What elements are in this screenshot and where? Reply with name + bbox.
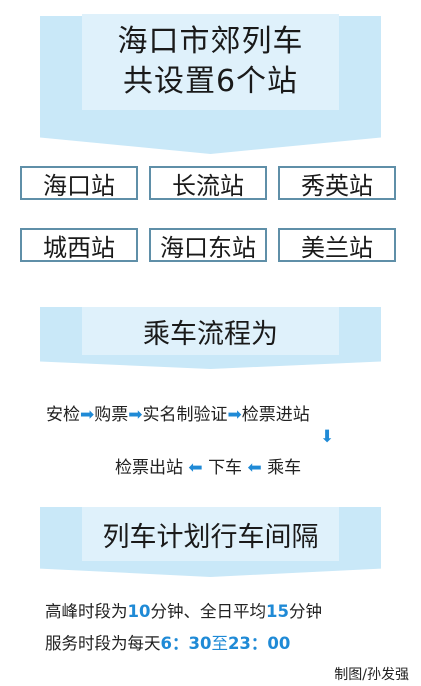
arrow-left-icon: ⬅	[188, 458, 203, 478]
interval-text-unit: 分钟	[288, 602, 322, 621]
station-changliu: 长流站	[149, 166, 267, 200]
interval-value-peak: 10	[127, 602, 151, 621]
flow-step-alight: 下车	[208, 458, 243, 478]
service-time-start: 6：30	[160, 634, 212, 653]
header-title-line1: 海口市郊列车	[117, 24, 304, 59]
arrow-right-icon: ➡	[128, 405, 143, 425]
interval-value-avg: 15	[265, 602, 289, 621]
arrow-right-icon: ➡	[227, 405, 242, 425]
interval-line-2: 服务时段为每天6：30至23：00	[45, 630, 290, 654]
service-connector: 至	[211, 634, 228, 653]
flow-row-2: 检票出站 ⬅ 下车 ⬅ 乘车	[115, 453, 301, 478]
station-xiuying: 秀英站	[278, 166, 396, 200]
flow-step-exit: 检票出站	[115, 458, 183, 478]
arrow-left-icon: ⬅	[247, 458, 262, 478]
interval-text-peak: 高峰时段为	[45, 602, 128, 621]
arrow-down-icon: ⬇	[320, 427, 335, 447]
station-haikou-east: 海口东站	[149, 228, 267, 262]
arrow-right-icon: ➡	[80, 405, 95, 425]
station-meilan: 美兰站	[278, 228, 396, 262]
station-haikou: 海口站	[20, 166, 138, 200]
flow-step-verify: 实名制验证	[142, 405, 228, 425]
flow-step-security: 安检	[46, 405, 80, 425]
interval-line-1: 高峰时段为10分钟、全日平均15分钟	[45, 598, 322, 622]
header-title-line2: 共设置6个站	[122, 64, 299, 99]
credit: 制图/孙发强	[334, 667, 409, 683]
interval-title: 列车计划行车间隔	[82, 507, 339, 561]
interval-text-avg: 分钟、全日平均	[150, 602, 266, 621]
station-chengxi: 城西站	[20, 228, 138, 262]
flow-step-entry: 检票进站	[241, 405, 310, 425]
service-text: 服务时段为每天	[45, 634, 161, 653]
flow-row-1: 安检➡购票➡实名制验证➡检票进站	[46, 400, 310, 425]
flow-step-ticket: 购票	[94, 405, 129, 425]
flow-step-ride: 乘车	[267, 458, 302, 478]
header-title: 海口市郊列车 共设置6个站	[82, 14, 339, 110]
flow-title: 乘车流程为	[82, 307, 339, 355]
service-time-end: 23：00	[227, 634, 291, 653]
